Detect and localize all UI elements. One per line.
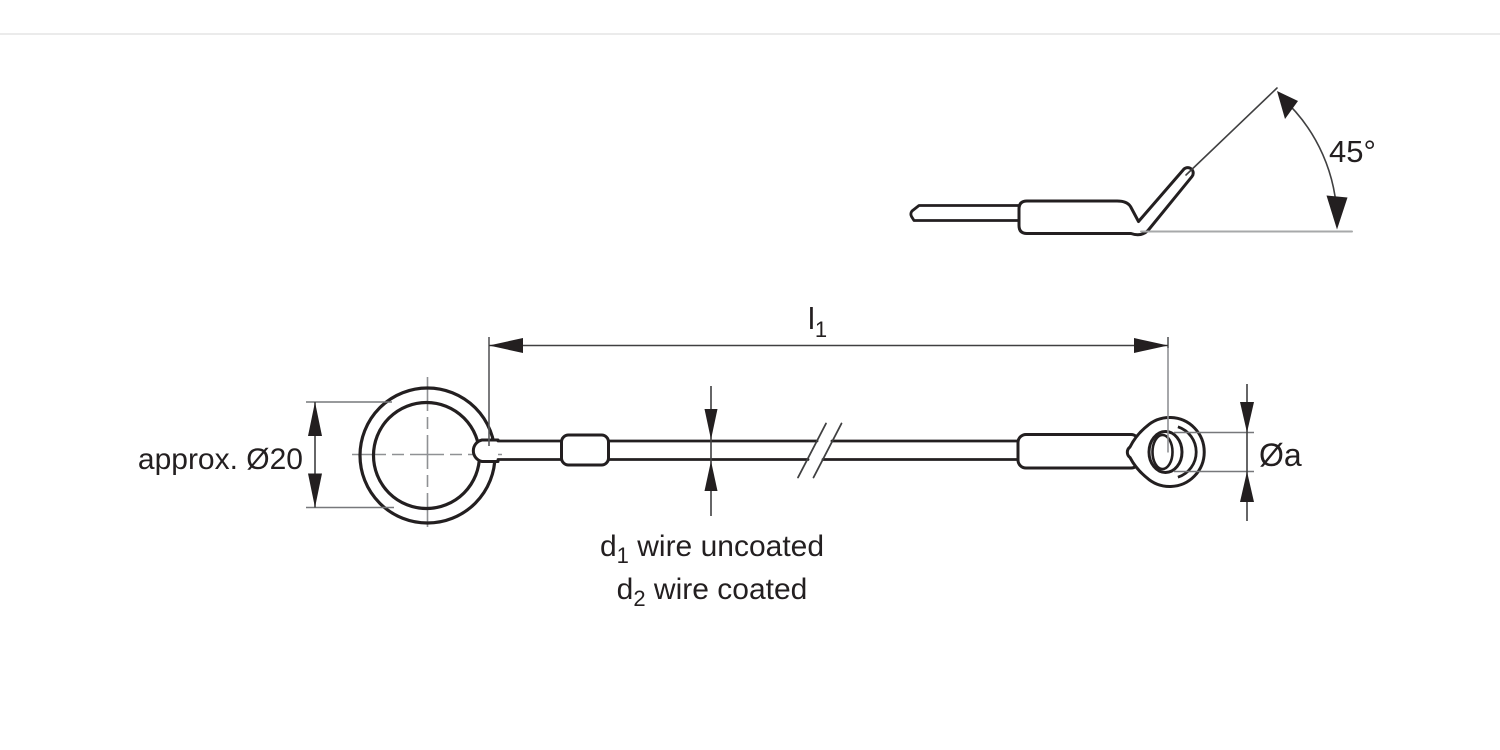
- eyelet-hole-outer: [1147, 430, 1184, 474]
- l1-arrow-left: [489, 338, 523, 353]
- ring-diameter-label: approx. Ø20: [138, 443, 303, 476]
- dimension-eyelet-hole: Øa: [1174, 384, 1302, 521]
- crimp-sleeve-left: [560, 433, 610, 467]
- wire-dia-arrow-up: [704, 461, 718, 491]
- ring-dia-arrow-up: [308, 402, 322, 436]
- dimension-ring-diameter: approx. Ø20: [138, 401, 394, 509]
- cable: [496, 439, 1024, 461]
- eyelet-dia-arrow-down: [1240, 402, 1254, 433]
- cable-hook: [471, 438, 500, 463]
- angle-arrow-lower: [1326, 195, 1348, 230]
- ring-dia-arrow-down: [308, 473, 322, 508]
- ring-inner-circle: [371, 400, 482, 511]
- eyelet-hole-inner: [1151, 433, 1174, 471]
- angle-arrow-upper: [1277, 91, 1298, 119]
- break-symbol: [797, 422, 843, 479]
- dimension-l1: l1: [488, 301, 1169, 446]
- angle-construction-line: [1185, 87, 1278, 176]
- l1-label: l1: [808, 301, 827, 342]
- eyelet-dia-arrow-up: [1240, 471, 1254, 502]
- eyelet-hole-label: Øa: [1259, 437, 1302, 473]
- bent-end-detail-view: [909, 87, 1353, 237]
- end-sleeve-right: [1016, 433, 1141, 470]
- eyelet-rim-arc: [1177, 425, 1198, 479]
- wire-uncoated-label: d1 wire uncoated: [600, 530, 824, 568]
- wire-dia-arrow-down: [704, 409, 718, 440]
- wire-coated-label: d2 wire coated: [617, 573, 808, 611]
- dimension-wire-diameter: d1 wire uncoated d2 wire coated: [600, 386, 824, 611]
- detail-wire-stub: [909, 204, 1022, 222]
- eyelet: [1125, 416, 1206, 488]
- angle-label: 45°: [1329, 134, 1376, 169]
- detail-sleeve-and-bent-tip: [1017, 166, 1195, 237]
- l1-arrow-right: [1134, 338, 1168, 353]
